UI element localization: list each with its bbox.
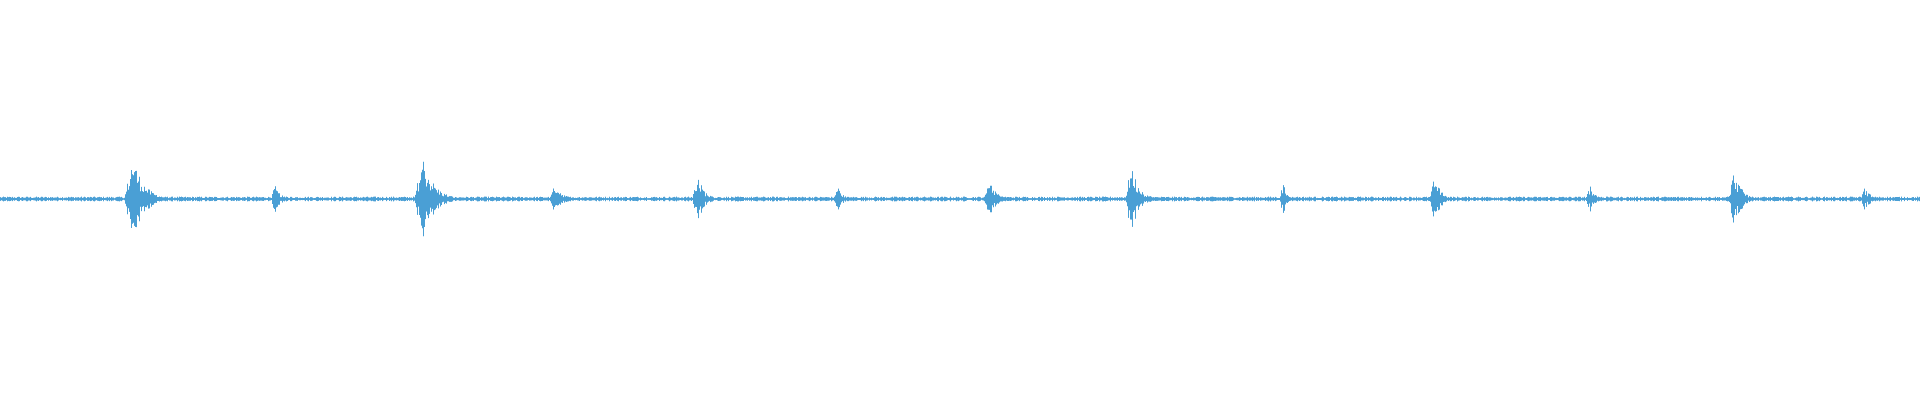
waveform-signal bbox=[0, 161, 1920, 237]
waveform-trace bbox=[0, 161, 1920, 237]
